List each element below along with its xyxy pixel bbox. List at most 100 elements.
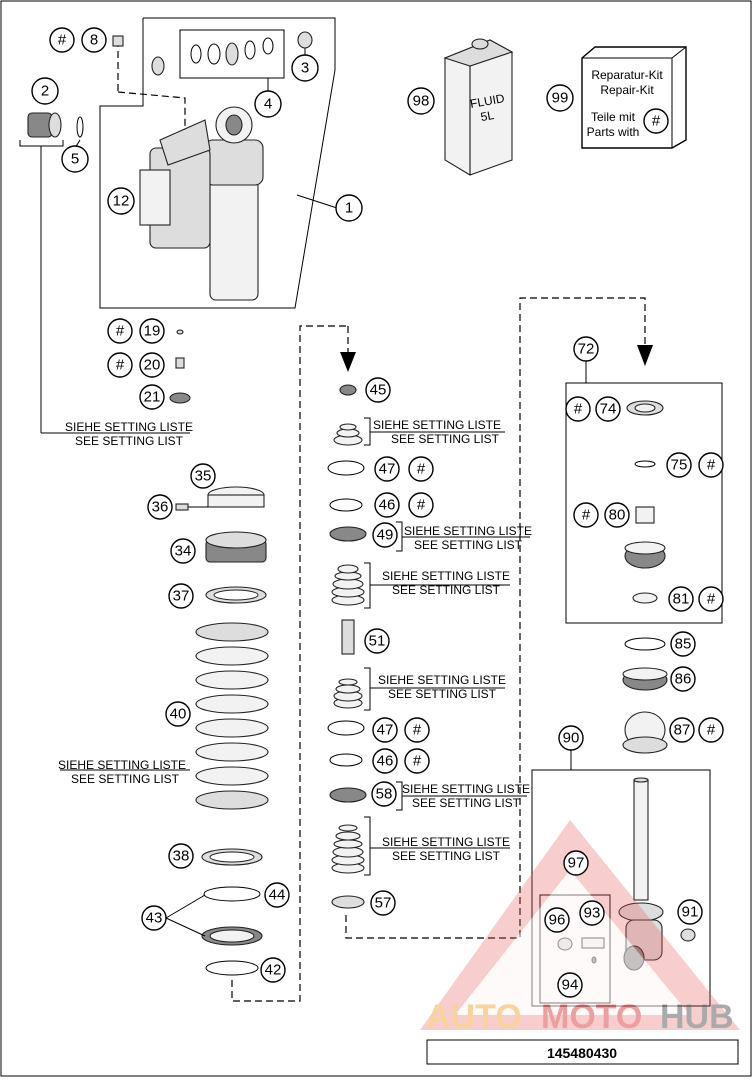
part-20-valve	[175, 357, 185, 369]
setting-note-de: SIEHE SETTING LISTE	[58, 758, 186, 772]
callout-44: 44	[264, 882, 290, 908]
svg-text:2: 2	[41, 83, 49, 100]
setting-note-en: SEE SETTING LIST	[71, 772, 180, 786]
callout-46b: 46	[372, 748, 398, 774]
setting-note-de: SIEHE SETTING LISTE	[373, 418, 501, 432]
callout-51: 51	[364, 628, 390, 654]
callout-1: 1	[335, 194, 363, 222]
watermark-auto: AUTO	[426, 998, 522, 1036]
setting-note-en: SEE SETTING LIST	[392, 583, 501, 597]
hash-callout: #	[698, 452, 724, 478]
svg-text:47: 47	[377, 722, 394, 739]
watermark-hub: HUB	[660, 998, 734, 1036]
setting-note-de: SIEHE SETTING LISTE	[378, 673, 506, 687]
svg-text:40: 40	[170, 706, 187, 723]
coil-spring	[195, 622, 269, 810]
repair-kit-card: Reparatur-Kit Repair-Kit Teile mit Parts…	[581, 46, 687, 149]
callout-98: 98	[407, 87, 435, 115]
hash-callout: #	[573, 502, 599, 528]
svg-text:#: #	[707, 591, 716, 608]
svg-text:42: 42	[265, 962, 282, 979]
callout-5: 5	[61, 145, 89, 173]
shock-body	[117, 40, 264, 301]
svg-text:#: #	[707, 722, 716, 739]
svg-text:47: 47	[379, 461, 396, 478]
callout-47b: 47	[372, 717, 398, 743]
seal-ring-left	[151, 56, 165, 76]
svg-text:#: #	[116, 323, 125, 340]
setting-note-en: SEE SETTING LIST	[392, 849, 501, 863]
callout-34: 34	[170, 538, 196, 564]
callout-96: 96	[544, 907, 570, 933]
svg-text:#: #	[417, 461, 426, 478]
svg-text:44: 44	[269, 887, 286, 904]
callout-43: 43	[141, 905, 167, 931]
svg-text:97: 97	[568, 855, 585, 872]
subassy-97-frame	[539, 894, 611, 1004]
shim-stack-c	[333, 678, 363, 709]
svg-text:#: #	[413, 722, 422, 739]
hash-callout: #	[49, 27, 75, 53]
svg-text:45: 45	[370, 382, 387, 399]
callout-38: 38	[168, 843, 194, 869]
svg-text:#: #	[413, 753, 422, 770]
parts-with-en: Parts with	[587, 125, 640, 139]
svg-text:91: 91	[682, 904, 699, 921]
seal-kit-rings	[190, 37, 274, 66]
svg-text:#: #	[58, 32, 67, 49]
fluid-volume: 5L	[480, 108, 496, 124]
svg-text:96: 96	[549, 912, 566, 929]
callout-4: 4	[254, 90, 282, 118]
setting-note-en: SEE SETTING LIST	[75, 434, 184, 448]
callout-37: 37	[168, 583, 194, 609]
callout-8: 8	[81, 27, 107, 53]
assembly-frame	[99, 17, 336, 309]
parts-with-de: Teile mit	[591, 110, 636, 124]
watermark-moto: MOTO	[541, 998, 642, 1036]
repair-kit-de: Reparatur-Kit	[591, 68, 663, 82]
callout-72: 72	[573, 336, 599, 362]
callout-12: 12	[107, 187, 135, 215]
valving-column	[327, 297, 653, 939]
svg-text:34: 34	[175, 543, 192, 560]
callout-90: 90	[558, 725, 584, 751]
svg-text:38: 38	[173, 848, 190, 865]
setting-labels: SIEHE SETTING LISTE SEE SETTING LIST SIE…	[58, 418, 532, 863]
svg-text:36: 36	[152, 499, 169, 516]
svg-text:46: 46	[379, 497, 396, 514]
svg-text:#: #	[707, 457, 716, 474]
svg-text:19: 19	[144, 323, 161, 340]
svg-text:3: 3	[301, 60, 309, 77]
svg-text:86: 86	[675, 671, 692, 688]
svg-text:20: 20	[144, 357, 161, 374]
svg-text:94: 94	[562, 977, 579, 994]
setting-note-en: SEE SETTING LIST	[391, 432, 500, 446]
svg-text:35: 35	[195, 468, 212, 485]
svg-text:8: 8	[90, 32, 98, 49]
callout-20: 20	[139, 352, 165, 378]
part-19-ball	[176, 329, 184, 335]
kit-72-frame	[565, 382, 723, 624]
callout-45: 45	[365, 377, 391, 403]
svg-text:5: 5	[71, 151, 79, 168]
callout-21: 21	[139, 384, 165, 410]
svg-text:57: 57	[375, 895, 392, 912]
svg-text:80: 80	[609, 507, 626, 524]
callout-74: 74	[595, 396, 621, 422]
svg-text:75: 75	[671, 457, 688, 474]
callout-49: 49	[372, 522, 398, 548]
callout-81: 81	[668, 586, 694, 612]
seal-kit-frame	[179, 29, 285, 79]
rebound-kit-column	[531, 360, 723, 1007]
callout-58: 58	[371, 781, 397, 807]
hash-callout: #	[565, 396, 591, 422]
callout-2: 2	[31, 77, 59, 105]
setting-note-de: SIEHE SETTING LISTE	[402, 782, 530, 796]
callout-80: 80	[604, 502, 630, 528]
callout-42: 42	[260, 957, 286, 983]
callout-94: 94	[557, 972, 583, 998]
svg-text:37: 37	[173, 588, 190, 605]
